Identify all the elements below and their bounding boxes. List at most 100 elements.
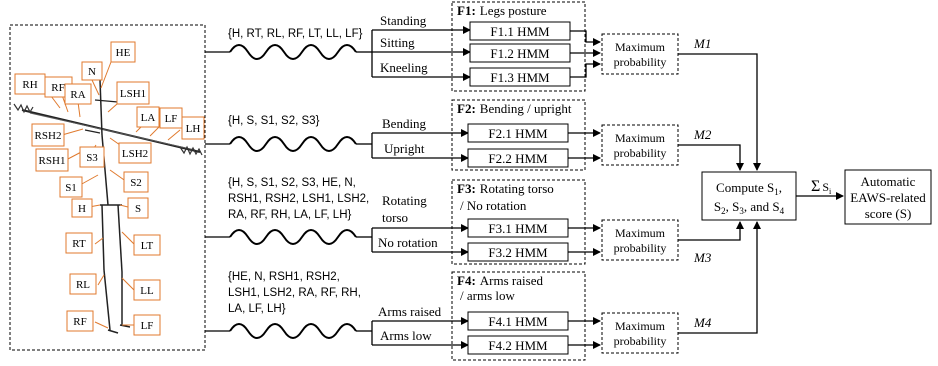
joint-subsets: {H, RT, RL, RF, LT, LL, LF} {H, S, S1, S… [228,28,369,315]
joint-LSH2: LSH2 [118,142,152,164]
f4-joint-subset-line2: LSH1, LSH2, RA, RF, RH, [228,287,361,299]
max-prob-label: Maximum [615,40,666,54]
max-prob-label: probability [614,146,667,160]
label-bending: Bending [382,116,427,131]
f4-group-title-line2: / arms low [460,288,515,303]
f1-sequence-wave [229,44,357,60]
joint-label: RH [22,79,37,91]
skeleton-panel-border [9,24,206,351]
m-label: M3 [693,250,712,265]
joint-RF-foot: RF [66,310,94,332]
joint-LSH1: LSH1 [116,81,150,105]
joint-LF-foot: LF [133,314,161,336]
result-box-frame [844,169,932,225]
max-probability-boxes: Maximum probability Maximum probability … [601,33,679,354]
joint-label: LA [141,112,156,124]
hmm-label: F3.2 HMM [488,245,548,260]
max-prob-box-1 [601,33,679,75]
f2-joint-subset: {H, S, S1, S2, S3} [228,115,320,127]
sequence-waves [229,44,357,339]
joint-LF: LF [159,107,183,129]
f3-joint-subset-line3: RA, RF, RH, LA, LF, LH} [228,209,352,221]
hmm-label: F2.2 HMM [488,151,548,166]
joint-label: HE [116,47,131,59]
joint-S: S [127,197,149,219]
joint-label: RSH2 [35,130,62,142]
compute-box: Compute S1, S2, S3, and S4 [701,171,797,221]
label-kneeling: Kneeling [380,60,428,75]
max-prob-label: Maximum [615,131,666,145]
hmm-label: F1.3 HMM [490,70,550,85]
f3-joint-subset-line1: {H, S, S1, S2, S3, HE, N, [228,177,356,189]
joint-label: LT [141,240,154,252]
f4-joint-subset-line3: LA, LF, LH} [228,303,286,315]
hmm-label: F3.1 HMM [488,221,548,236]
compute-line2: S2, S3, and S4 [714,199,785,216]
result-line2: EAWS-related [850,190,926,205]
joint-RSH2: RSH2 [31,123,65,147]
result-line1: Automatic [861,174,916,189]
hmm-label: F2.1 HMM [488,126,548,141]
f2-sequence-wave [229,136,357,152]
joint-S2: S2 [123,171,149,193]
max-prob-box-4 [601,312,679,354]
branch-labels: Standing Sitting Kneeling Bending Uprigh… [378,13,442,343]
joint-label: LF [141,320,154,332]
joint-labels: HE N RH RF RA LSH1 LA LF LH RSH2 RSH1 S3… [14,41,205,336]
joint-label: H [78,203,86,215]
max-prob-label: probability [614,241,667,255]
max-prob-box-3 [601,219,679,261]
joint-LA: LA [136,106,160,128]
joint-H: H [71,198,93,218]
f4-sequence-wave [229,323,357,339]
joint-label: LL [140,285,154,297]
f3-group-title-line2: / No rotation [460,198,527,213]
joint-label: S [135,203,141,215]
joint-RSH1: RSH1 [35,148,69,172]
f3-sequence-wave [229,229,357,245]
label-rotating-torso-line1: Rotating [382,193,427,208]
joint-RA: RA [64,83,92,105]
skeleton-figure [13,79,203,334]
joint-label: S3 [86,152,98,164]
hmm-label: F1.1 HMM [490,24,550,39]
f3-group-frame [451,179,586,265]
joint-RH: RH [14,73,46,95]
m-label: M4 [693,315,712,330]
joint-S1: S1 [59,176,83,198]
f1-joint-subset: {H, RT, RL, RF, LT, LL, LF} [228,28,363,40]
m-connectors [678,53,761,334]
label-no-rotation: No rotation [378,235,438,250]
f4-joint-subset-line1: {HE, N, RSH1, RSH2, [228,271,340,283]
joint-label: RT [72,238,86,250]
label-arms-low: Arms low [380,328,432,343]
max-prob-label: Maximum [615,319,666,333]
joint-label: RL [76,279,90,291]
label-sitting: Sitting [380,35,415,50]
f3-joint-subset-line2: RSH1, RSH2, LSH1, LSH2, [228,193,369,205]
max-prob-label: Maximum [615,226,666,240]
joint-LH: LH [181,116,205,140]
f4-group-frame [451,271,586,361]
group-frames: F1:Legs posture F2:Bending / upright F3:… [451,1,586,361]
label-upright: Upright [384,141,425,156]
label-rotating-torso-line2: torso [382,210,408,225]
m-label: M2 [693,127,712,142]
hmm-label: F4.1 HMM [488,314,548,329]
f2-group-frame [451,99,586,171]
compute-line1: Compute S1, [716,180,782,197]
joint-HE: HE [110,41,136,63]
joint-RT: RT [65,232,93,254]
skeleton-panel: HE N RH RF RA LSH1 LA LF LH RSH2 RSH1 S3… [9,24,206,351]
joint-label: LH [186,123,201,135]
joint-label: RF [73,316,86,328]
joint-label: RA [70,89,85,101]
joint-label: N [88,66,96,78]
m-labels: M1 M2 M3 M4 [693,36,712,330]
joint-label: S2 [130,177,142,189]
joint-LT: LT [133,234,161,256]
hmm-label: F4.2 HMM [488,338,548,353]
max-prob-label: probability [614,55,667,69]
joint-label: LSH2 [122,148,148,160]
